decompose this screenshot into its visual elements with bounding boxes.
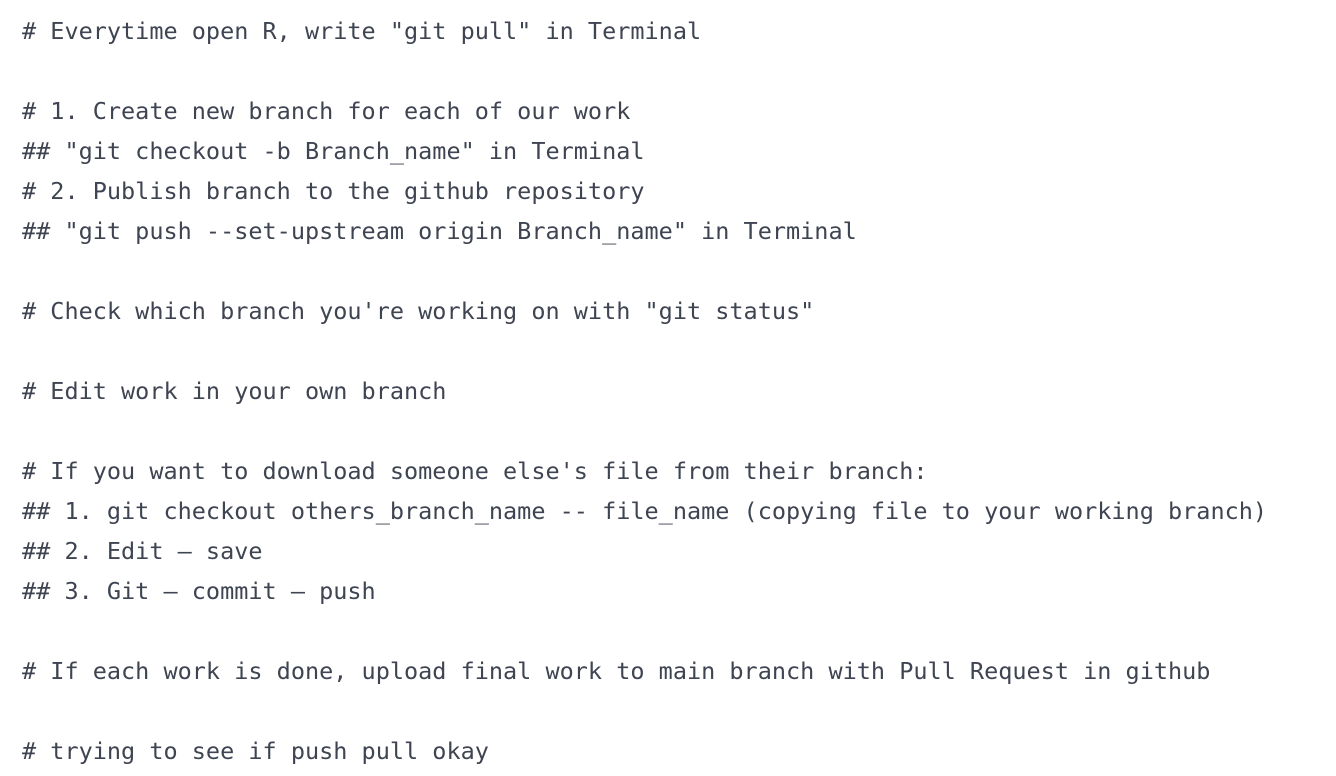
code-line[interactable]: # Check which branch you're working on w… [22, 297, 815, 325]
code-line[interactable]: # Everytime open R, write "git pull" in … [22, 17, 702, 45]
code-line[interactable]: ## 3. Git – commit – push [22, 577, 376, 605]
code-line[interactable]: # 2. Publish branch to the github reposi… [22, 177, 645, 205]
code-line[interactable]: ## "git checkout -b Branch_name" in Term… [22, 137, 645, 165]
code-line[interactable]: # trying to see if push pull okay [22, 737, 489, 765]
code-line-blank[interactable] [22, 611, 1267, 651]
code-line[interactable]: # 1. Create new branch for each of our w… [22, 97, 631, 125]
code-line[interactable]: ## 1. git checkout others_branch_name --… [22, 497, 1268, 525]
code-line-blank[interactable] [22, 51, 1267, 91]
code-line[interactable]: # Edit work in your own branch [22, 377, 447, 405]
code-line[interactable]: ## 2. Edit – save [22, 537, 263, 565]
code-line[interactable]: # If each work is done, upload final wor… [22, 657, 1211, 685]
code-line-blank[interactable] [22, 251, 1267, 291]
code-line[interactable]: ## "git push --set-upstream origin Branc… [22, 217, 857, 245]
code-line[interactable]: # If you want to download someone else's… [22, 457, 928, 485]
code-line-list[interactable]: # Everytime open R, write "git pull" in … [22, 11, 1267, 771]
code-line-blank[interactable] [22, 691, 1267, 731]
code-line-blank[interactable] [22, 411, 1267, 451]
code-line-blank[interactable] [22, 331, 1267, 371]
